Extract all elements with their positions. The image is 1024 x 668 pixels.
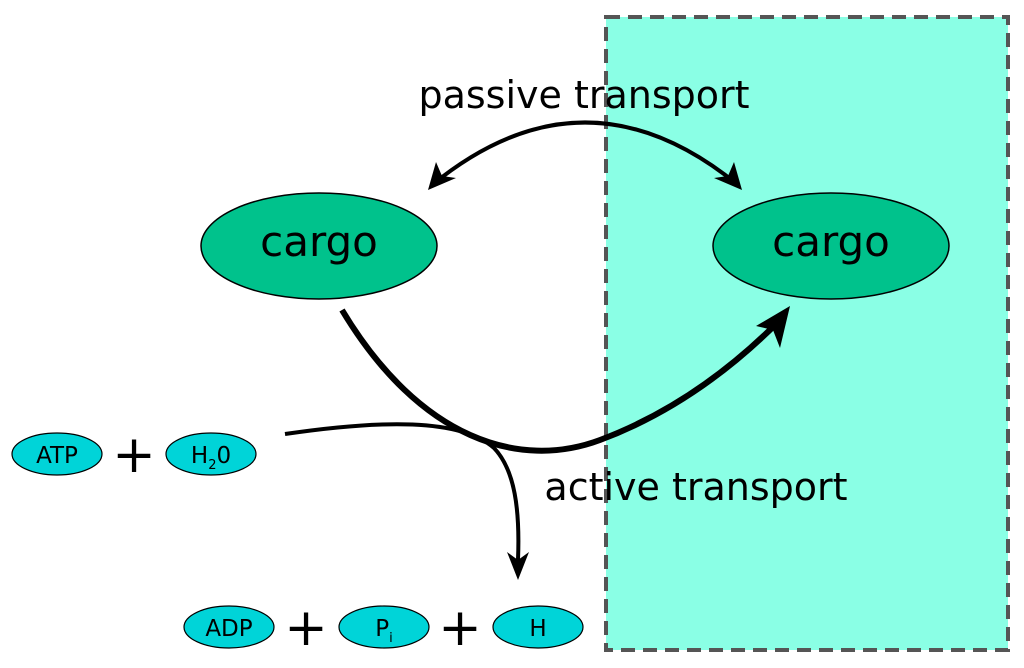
passive-transport-label: passive transport bbox=[418, 73, 749, 117]
passive-arrowhead-right bbox=[714, 162, 742, 190]
cargo-outside-label: cargo bbox=[260, 217, 378, 266]
phosphate-molecule bbox=[338, 605, 430, 649]
water-molecule bbox=[165, 432, 257, 476]
atp-hydrolysis-arrow bbox=[284, 422, 521, 561]
proton-label: H bbox=[529, 616, 546, 642]
passive-arrowhead-left bbox=[428, 162, 456, 190]
active-arrowhead bbox=[756, 306, 790, 348]
plus-sign-reactants: + bbox=[112, 425, 156, 485]
water-subscript: 2 bbox=[208, 458, 216, 473]
phosphate-label: Pi bbox=[375, 616, 393, 646]
water-h: H bbox=[191, 443, 208, 469]
water-o: 0 bbox=[216, 443, 231, 469]
phosphate-p: P bbox=[375, 616, 389, 642]
cell-compartment bbox=[604, 15, 1010, 652]
cargo-inside-label: cargo bbox=[772, 217, 890, 266]
hydrolysis-arrowhead bbox=[507, 552, 529, 580]
atp-molecule bbox=[11, 432, 103, 476]
active-transport-arrow bbox=[339, 308, 781, 454]
cargo-outside bbox=[200, 192, 438, 300]
water-label: H20 bbox=[191, 443, 231, 473]
proton-molecule bbox=[492, 605, 584, 649]
cargo-inside bbox=[712, 192, 950, 300]
atp-label: ATP bbox=[36, 443, 78, 469]
plus-sign-products-1: + bbox=[284, 598, 328, 658]
phosphate-subscript: i bbox=[389, 631, 393, 646]
adp-molecule bbox=[183, 605, 275, 649]
adp-label: ADP bbox=[205, 616, 252, 642]
passive-transport-arrow bbox=[430, 120, 740, 187]
active-transport-label: active transport bbox=[544, 465, 847, 509]
plus-sign-products-2: + bbox=[438, 598, 482, 658]
